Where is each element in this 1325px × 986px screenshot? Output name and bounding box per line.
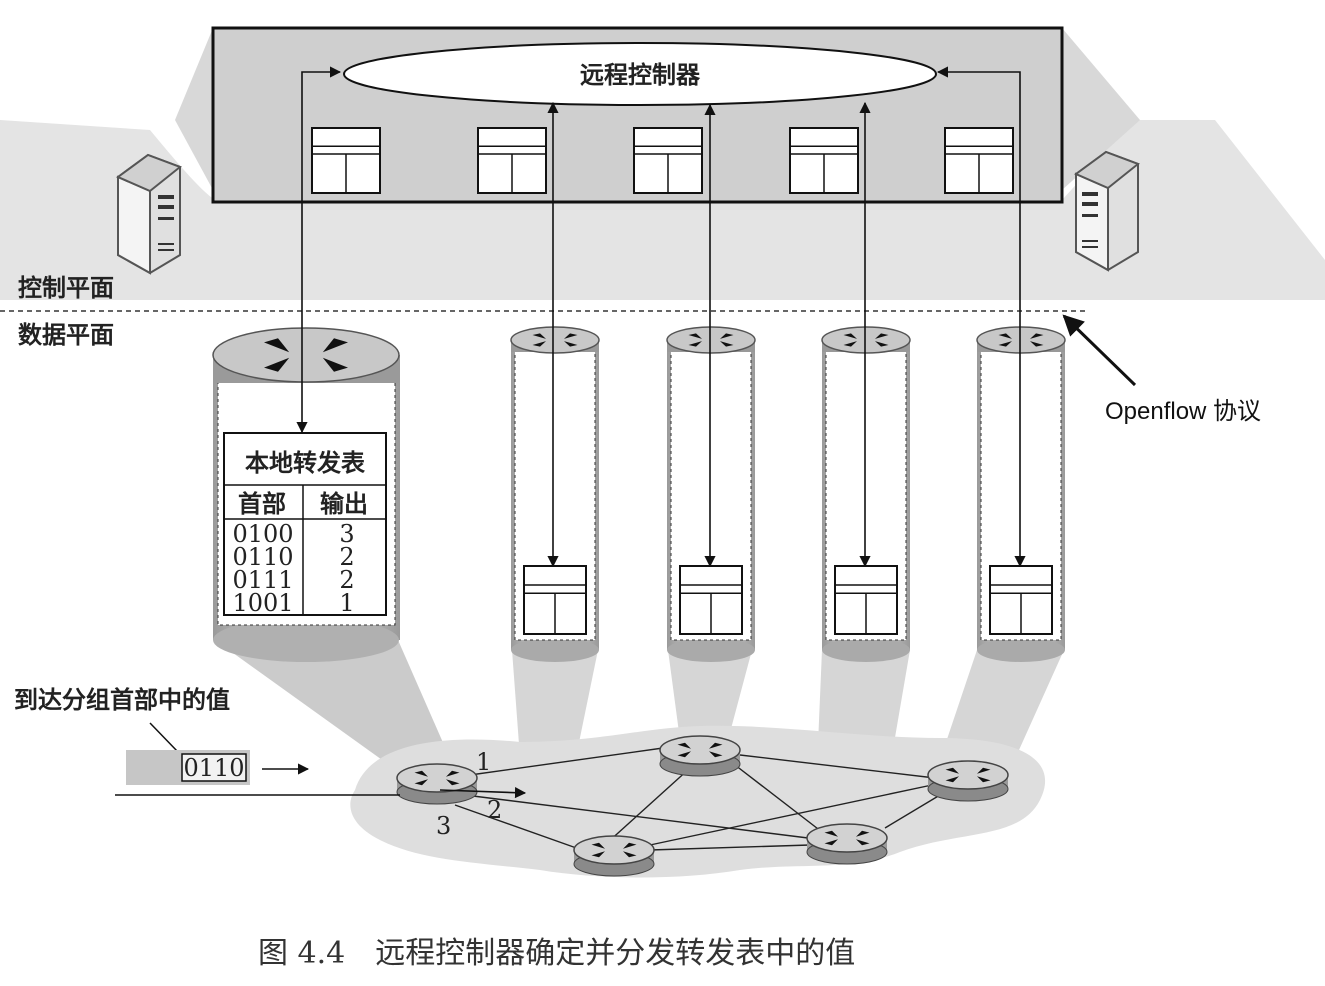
server-icon-right: [1074, 150, 1140, 272]
table-row-prefix: 0100: [232, 520, 293, 548]
packet-header-value: 0110: [183, 754, 244, 782]
switch-flow-table-4: [989, 565, 1053, 635]
switch-cylinder-3: [821, 326, 911, 662]
switch-cylinders: [510, 326, 1066, 662]
switch-flow-table-2: [679, 565, 743, 635]
packet-label: 到达分组首部中的值: [14, 686, 230, 714]
network-routers: [396, 735, 1009, 877]
table-row-output: 3: [339, 520, 354, 548]
switch-cylinder-2: [666, 326, 756, 662]
network-links: [454, 747, 941, 851]
controller-label: 远程控制器: [580, 61, 701, 89]
table-row-output: 2: [339, 566, 354, 594]
network-router-3: [927, 760, 1009, 802]
control-plane-label: 控制平面: [18, 274, 114, 302]
table-row-prefix: 0111: [232, 566, 293, 594]
table-row-prefix: 1001: [232, 589, 293, 617]
network-router-1: [396, 763, 478, 805]
data-plane-label: 数据平面: [18, 321, 114, 349]
figure-caption: 图 4.4 远程控制器确定并分发转发表中的值: [258, 936, 855, 971]
header-col-prefix: 首部: [238, 490, 286, 518]
packet-label-leader: [149, 722, 179, 753]
controller-flow-table-2: [477, 127, 547, 194]
controller-flow-table-4: [789, 127, 859, 194]
port-label-1: 1: [476, 748, 491, 776]
network-router-2: [659, 735, 741, 777]
openflow-channels: [296, 66, 1026, 568]
openflow-protocol-label: Openflow 协议: [1105, 398, 1261, 425]
table-row-output: 1: [339, 589, 354, 617]
forward-arrow: [439, 787, 527, 799]
table-row-prefix: 0110: [232, 543, 293, 571]
forwarding-table-title: 本地转发表: [245, 449, 366, 477]
controller-flow-table-1: [311, 127, 381, 194]
remote-controller: [343, 42, 937, 106]
network-router-5: [806, 823, 888, 865]
switch-cylinder-4: [976, 326, 1066, 662]
switch-flow-table-3: [834, 565, 898, 635]
header-col-output: 输出: [320, 490, 368, 518]
port-label-2: 2: [487, 796, 502, 824]
network-router-4: [573, 835, 655, 877]
controller-flow-table-3: [633, 127, 703, 194]
table-row-output: 2: [339, 543, 354, 571]
local-forwarding-table: 本地转发表 首部 输出 0100 3 0110 2 0111 2 1001 1: [223, 432, 387, 617]
switch-flow-table-1: [523, 565, 587, 635]
switch-cylinder-1: [510, 326, 600, 662]
port-label-3: 3: [436, 812, 451, 840]
openflow-pointer: [1062, 314, 1137, 387]
controller-flow-table-5: [944, 127, 1014, 194]
packet-header-box: [181, 753, 247, 782]
server-icon-left: [116, 153, 182, 275]
